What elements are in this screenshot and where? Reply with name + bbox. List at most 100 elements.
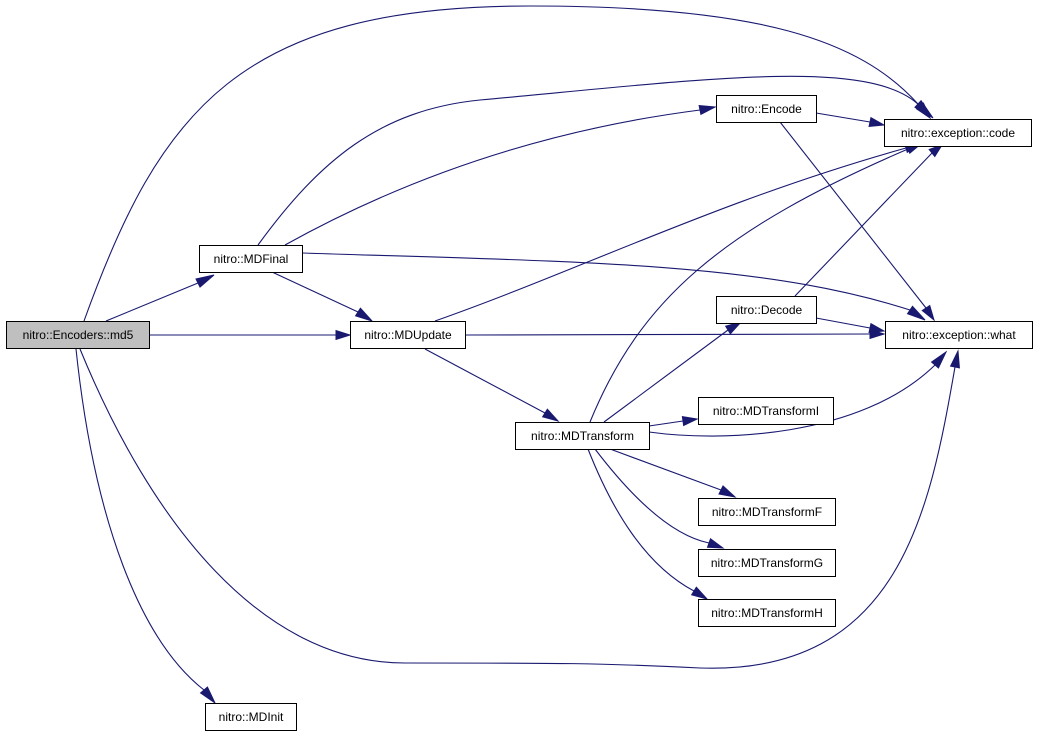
node-box[interactable]: [698, 498, 836, 526]
node-label: nitro::Decode: [731, 303, 803, 317]
edge-mdfinal-to-what: [301, 252, 926, 321]
node-label: nitro::MDUpdate: [364, 328, 452, 342]
edge-mdfinal-to-encode: [284, 105, 717, 246]
edge-arrowhead: [195, 274, 215, 288]
edge-line: [75, 348, 205, 691]
edge-line: [79, 348, 956, 669]
edge-mdtransform-to-mdtransformg: [594, 448, 725, 549]
edge-line: [609, 448, 722, 491]
edge-line: [779, 121, 927, 309]
edge-line: [603, 329, 729, 423]
edge-arrowhead: [949, 349, 960, 369]
edge-md5-to-mdupdate: [150, 329, 352, 341]
edge-line: [815, 112, 871, 123]
node-label: nitro::MDTransformH: [711, 606, 823, 620]
node-encode[interactable]: nitro::Encode: [716, 95, 817, 123]
node-label: nitro::exception::what: [902, 328, 1016, 342]
edge-line: [301, 252, 911, 311]
edge-mdtransform-to-decode: [603, 321, 743, 423]
node-mdtransformf[interactable]: nitro::MDTransformF: [698, 498, 836, 526]
edge-line: [284, 109, 701, 246]
node-decode[interactable]: nitro::Decode: [716, 296, 817, 324]
node-box[interactable]: [515, 422, 650, 450]
edge-line: [794, 152, 933, 297]
edge-mdupdate-to-code: [434, 143, 922, 322]
edge-line: [271, 271, 359, 313]
edge-line: [424, 348, 546, 414]
edge-arrowhead: [706, 537, 725, 549]
node-label: nitro::exception::code: [901, 126, 1015, 140]
node-label: nitro::MDTransform: [531, 429, 634, 443]
node-label: nitro::MDFinal: [214, 252, 289, 266]
node-mdtransformi[interactable]: nitro::MDTransformI: [698, 397, 834, 425]
node-box[interactable]: [350, 321, 466, 349]
node-label: nitro::Encode: [731, 102, 802, 116]
edge-line: [465, 333, 871, 336]
edge-line: [587, 448, 695, 592]
edge-arrowhead: [921, 304, 935, 322]
node-box[interactable]: [205, 703, 297, 731]
node-what[interactable]: nitro::exception::what: [885, 321, 1033, 349]
node-box[interactable]: [884, 119, 1032, 147]
node-mdtransformg[interactable]: nitro::MDTransformG: [698, 549, 836, 577]
node-box[interactable]: [698, 599, 836, 627]
node-box[interactable]: [885, 321, 1033, 349]
edge-md5-to-code: [83, 5, 934, 322]
edge-arrowhead: [930, 350, 948, 369]
edge-arrowhead: [906, 305, 926, 321]
node-label: nitro::MDTransformG: [711, 556, 823, 570]
edge-line: [594, 448, 710, 544]
edge-arrowhead: [199, 686, 217, 705]
node-box[interactable]: [716, 296, 817, 324]
edge-line: [434, 147, 907, 322]
nodes-layer: nitro::Encoders::md5nitro::MDFinalnitro:…: [6, 95, 1033, 731]
edge-mdtransform-to-mdtransformh: [587, 448, 709, 600]
node-box[interactable]: [716, 95, 817, 123]
edge-arrowhead: [718, 485, 737, 498]
edge-decode-to-what: [815, 317, 886, 333]
edge-encode-to-code: [815, 112, 886, 127]
node-code[interactable]: nitro::exception::code: [884, 119, 1032, 147]
edge-mdupdate-to-what: [465, 328, 886, 340]
edge-line: [257, 75, 921, 246]
node-mdinit[interactable]: nitro::MDInit: [205, 703, 297, 731]
edge-mdfinal-to-mdupdate: [271, 271, 374, 323]
node-mdfinal[interactable]: nitro::MDFinal: [199, 245, 303, 273]
node-box[interactable]: [698, 397, 834, 425]
node-mdtransformh[interactable]: nitro::MDTransformH: [698, 599, 836, 627]
edge-mdtransform-to-what: [648, 350, 948, 437]
edge-encode-to-what: [779, 121, 935, 322]
edge-arrowhead: [335, 329, 352, 341]
edges-layer: [75, 5, 960, 705]
edge-arrowhead: [915, 102, 932, 120]
node-label: nitro::Encoders::md5: [23, 328, 134, 342]
edge-mdtransform-to-mdtransformi: [648, 415, 699, 427]
edge-md5-to-mdfinal: [105, 274, 215, 322]
edge-arrowhead: [868, 322, 886, 333]
edge-mdupdate-to-mdtransform: [424, 348, 560, 422]
edge-arrowhead: [724, 321, 743, 335]
edge-arrowhead: [928, 144, 944, 158]
node-md5[interactable]: nitro::Encoders::md5: [6, 321, 150, 349]
edge-line: [83, 5, 919, 322]
edge-mdtransform-to-mdtransformf: [609, 448, 737, 498]
edge-line: [648, 420, 684, 427]
edge-decode-to-code: [794, 144, 944, 297]
edge-md5-to-what: [79, 348, 960, 669]
edge-arrowhead: [354, 307, 374, 323]
node-box[interactable]: [698, 549, 836, 577]
node-mdtransform[interactable]: nitro::MDTransform: [515, 422, 650, 450]
node-box[interactable]: [6, 321, 150, 349]
edge-line: [815, 317, 871, 329]
edge-arrowhead: [698, 105, 717, 116]
edge-mdtransform-to-code: [589, 142, 924, 423]
edge-line: [105, 282, 199, 322]
edge-md5-to-mdinit: [75, 348, 217, 705]
node-box[interactable]: [199, 245, 303, 273]
node-label: nitro::MDTransformF: [712, 505, 822, 519]
edge-arrowhead: [541, 408, 560, 422]
edge-line: [589, 148, 909, 423]
node-label: nitro::MDTransformI: [713, 404, 819, 418]
node-mdupdate[interactable]: nitro::MDUpdate: [350, 321, 466, 349]
